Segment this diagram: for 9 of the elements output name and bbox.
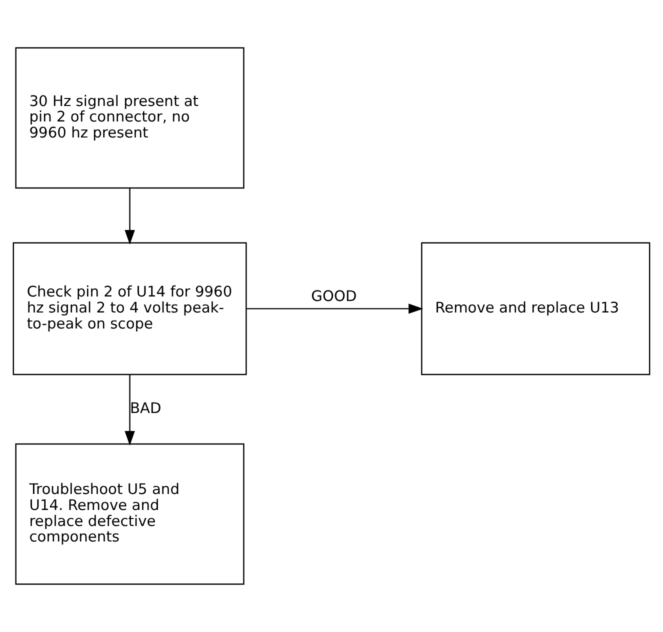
node-box: Check pin 2 of U14 for 9960 hz signal 2 to 4 volts peak-to-peak on scope	[12, 242, 247, 376]
arrow	[124, 188, 135, 245]
node-box: 30 Hz signal present at pin 2 of connector, no 9960 hz present	[15, 47, 244, 189]
edge-label: GOOD	[311, 288, 357, 305]
arrow	[124, 374, 135, 446]
node-box: Remove and replace U13	[421, 242, 650, 376]
edge-label: BAD	[130, 400, 162, 418]
arrow	[246, 304, 424, 314]
node-box: Troubleshoot U5 and U14. Remove and replace defective components	[15, 443, 244, 585]
